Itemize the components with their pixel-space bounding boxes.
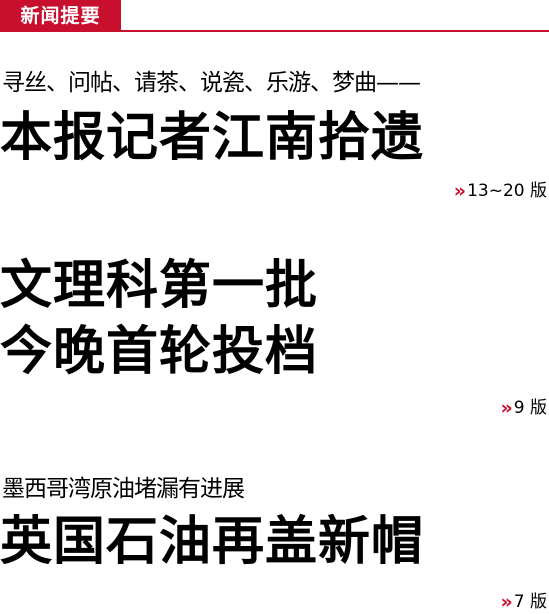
story-1-page-number: 13~20 版 bbox=[467, 181, 547, 201]
double-arrow-icon: » bbox=[500, 591, 512, 613]
story-2-headline-line-1[interactable]: 文理科第一批 bbox=[0, 256, 319, 316]
story-2-headline-line-2[interactable]: 今晚首轮投档 bbox=[0, 322, 319, 382]
story-2-page-ref[interactable]: » 9 版 bbox=[500, 397, 547, 419]
story-1-page-ref[interactable]: » 13~20 版 bbox=[454, 180, 547, 202]
story-2-page-number: 9 版 bbox=[513, 398, 547, 418]
header-rule bbox=[0, 30, 549, 32]
story-1-headline[interactable]: 本报记者江南拾遗 bbox=[0, 108, 425, 168]
story-3-kicker: 墨西哥湾原油堵漏有进展 bbox=[2, 476, 245, 502]
story-3-page-ref[interactable]: » 7 版 bbox=[500, 591, 547, 613]
story-1-kicker: 寻丝、问帖、请茶、说瓷、乐游、梦曲—— bbox=[2, 70, 421, 96]
story-3-headline[interactable]: 英国石油再盖新帽 bbox=[0, 512, 425, 572]
double-arrow-icon: » bbox=[500, 397, 512, 419]
double-arrow-icon: » bbox=[453, 180, 466, 202]
section-title: 新闻提要 bbox=[0, 0, 121, 32]
story-3-page-number: 7 版 bbox=[513, 592, 547, 612]
